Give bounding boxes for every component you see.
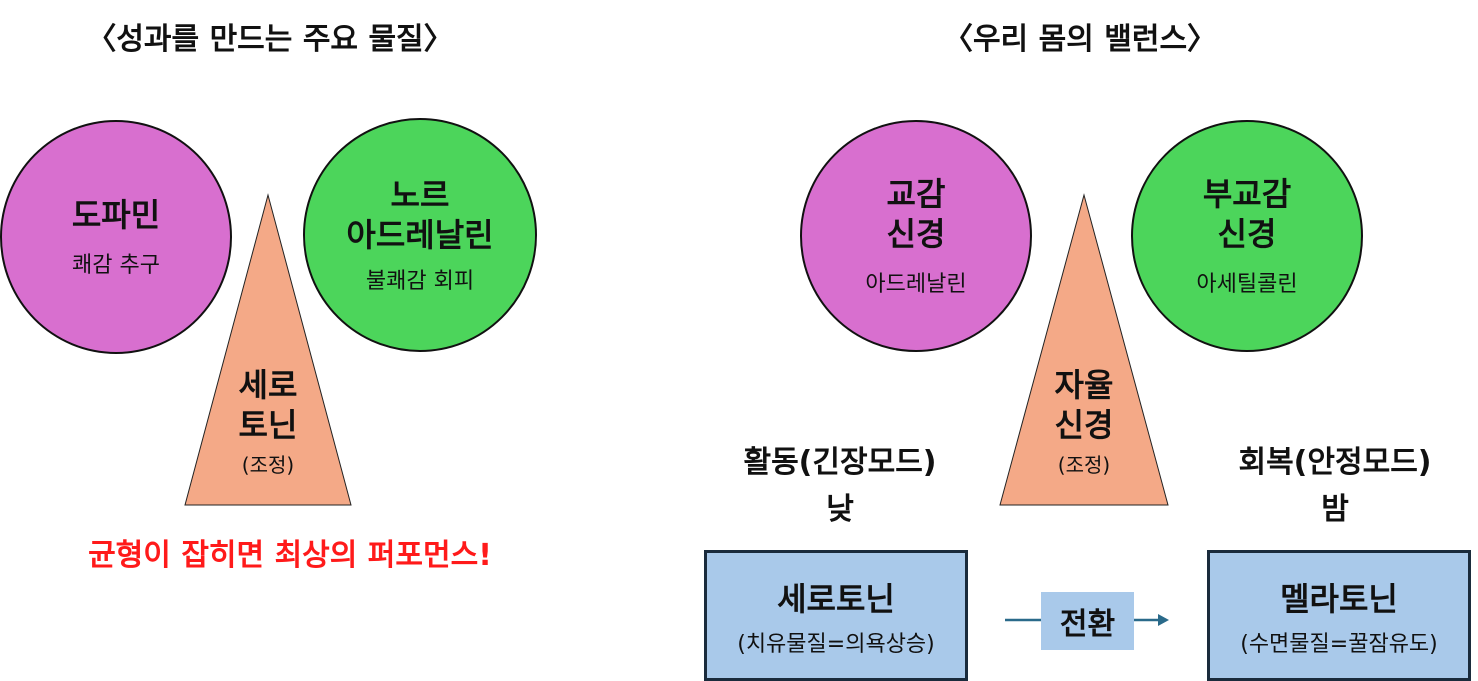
parasympathetic-line2: 신경 (1217, 215, 1277, 253)
sympathetic-circle: 교감 신경 아드레날린 (800, 120, 1032, 352)
parasympathetic-line1: 부교감 (1202, 175, 1292, 213)
dopamine-desc: 쾌감 추구 (72, 253, 160, 278)
autonomic-triangle (999, 193, 1169, 506)
serotonin-box-desc: (치유물질=의욕상승) (737, 631, 935, 657)
left-title: 〈성과를 만드는 주요 물질〉 (86, 22, 454, 57)
day-label-mode: 활동(긴장모드) (743, 445, 937, 480)
serotonin-box-name: 세로토닌 (777, 579, 895, 618)
serotonin-box: 세로토닌 (치유물질=의욕상승) (704, 550, 968, 681)
serotonin-line2: 토닌 (238, 406, 298, 444)
serotonin-line1: 세로 (238, 366, 298, 404)
night-label: 회복(안정모드) 밤 (1195, 440, 1475, 533)
dopamine-circle: 도파민 쾌감 추구 (0, 120, 232, 354)
parasympathetic-desc: 아세틸콜린 (1196, 272, 1298, 297)
melatonin-box-desc: (수면물질=꿀잠유도) (1240, 631, 1438, 657)
noradrenaline-desc: 불쾌감 회피 (365, 269, 475, 294)
noradrenaline-name-1: 노르 (390, 176, 450, 214)
night-label-time: 밤 (1321, 491, 1349, 527)
night-label-mode: 회복(안정모드) (1238, 445, 1432, 480)
sympathetic-line2: 신경 (886, 215, 946, 253)
dopamine-name: 도파민 (71, 196, 161, 234)
serotonin-label: 세로 토닌 (조정) (183, 365, 353, 478)
parasympathetic-circle: 부교감 신경 아세틸콜린 (1131, 120, 1363, 352)
day-label-time: 낮 (826, 491, 854, 527)
autonomic-note: (조정) (1057, 453, 1111, 477)
autonomic-line1: 자율 (1054, 366, 1114, 404)
melatonin-box-name: 멜라토닌 (1280, 579, 1398, 618)
sympathetic-desc: 아드레날린 (865, 272, 967, 297)
day-label: 활동(긴장모드) 낮 (700, 440, 980, 533)
melatonin-box: 멜라토닌 (수면물질=꿀잠유도) (1207, 550, 1471, 681)
sympathetic-line1: 교감 (886, 175, 946, 213)
autonomic-label: 자율 신경 (조정) (998, 365, 1170, 478)
autonomic-line2: 신경 (1054, 406, 1114, 444)
noradrenaline-name-2: 아드레날린 (346, 216, 494, 254)
conclusion-text: 균형이 잡히면 최상의 퍼포먼스! (88, 538, 492, 573)
serotonin-note: (조정) (241, 453, 295, 477)
right-title: 〈우리 몸의 밸런스〉 (942, 22, 1218, 57)
serotonin-triangle (184, 193, 352, 506)
transition-label: 전환 (1041, 592, 1134, 650)
noradrenaline-circle: 노르 아드레날린 불쾌감 회피 (303, 118, 537, 352)
